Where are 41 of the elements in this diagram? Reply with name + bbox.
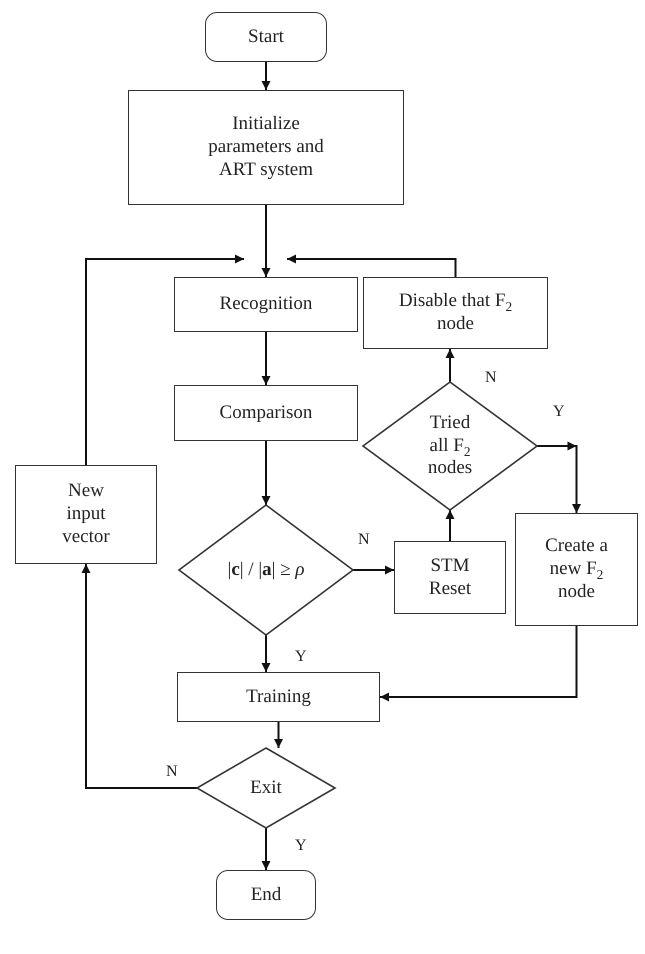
- node-text: |c| / |a| ≥ ρ: [228, 558, 304, 582]
- process-box: [394, 541, 506, 614]
- arrow: [446, 510, 454, 541]
- arrow: [262, 441, 270, 505]
- process-box: [177, 672, 380, 722]
- node-text: Training: [246, 686, 311, 708]
- arrow: [82, 564, 197, 789]
- arrow: [537, 442, 581, 513]
- node-text: Start: [248, 26, 284, 48]
- process-box: [515, 513, 638, 626]
- arrow: [85, 254, 244, 465]
- decision-diamond: [197, 748, 335, 828]
- node-text: STM Reset: [428, 554, 472, 600]
- arrow: [262, 828, 270, 870]
- arrow: [262, 635, 270, 672]
- node-text: Disable that F$_{2}$ node: [398, 290, 514, 336]
- process-box: [128, 90, 404, 205]
- arrow: [353, 566, 394, 574]
- arrow: [262, 62, 270, 90]
- terminal-box: [216, 870, 316, 920]
- node-text: Exit: [250, 776, 282, 800]
- decision-diamond: [179, 505, 353, 635]
- arrow: [262, 205, 270, 277]
- arrow: [274, 722, 283, 748]
- process-box: [15, 465, 157, 564]
- node-text: Comparison: [220, 402, 312, 424]
- decision-diamond: [363, 382, 537, 510]
- terminal-box: [205, 12, 327, 62]
- arrow: [380, 626, 578, 702]
- node-text: New input vector: [61, 480, 111, 549]
- node-text: Tried all F$_{2}$ nodes: [426, 412, 474, 480]
- process-box: [363, 277, 548, 349]
- arrow: [287, 254, 456, 277]
- node-text: Create a new F$_{2}$ node: [544, 535, 609, 604]
- node-text: End: [250, 884, 282, 906]
- node-text: Recognition: [220, 293, 312, 316]
- arrow: [262, 332, 270, 385]
- process-box: [174, 385, 358, 441]
- arrow: [446, 349, 454, 382]
- node-text: Initialize parameters and ART system: [207, 113, 325, 182]
- process-box: [174, 277, 358, 332]
